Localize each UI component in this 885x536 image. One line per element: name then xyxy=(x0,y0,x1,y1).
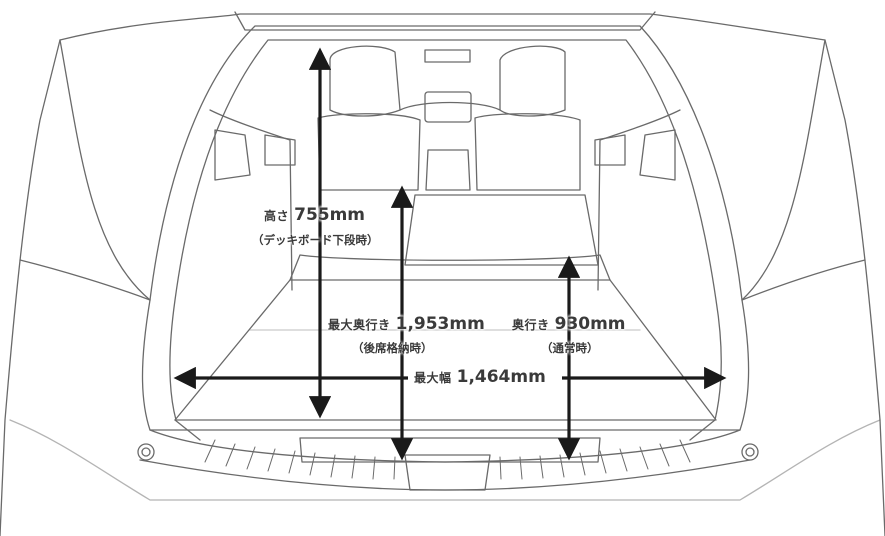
depth-label: 奥行き 930mm xyxy=(512,314,626,334)
height-value: 755mm xyxy=(294,205,366,225)
max-width-value: 1,464mm xyxy=(456,367,546,387)
depth-note: （通常時） xyxy=(541,341,599,355)
max-depth-value: 1,953mm xyxy=(395,314,485,334)
max-depth-note: （後席格納時） xyxy=(352,341,433,355)
max-depth-prefix: 最大奥行き xyxy=(328,318,391,332)
depth-value: 930mm xyxy=(554,314,626,334)
height-label: 高さ 755mm xyxy=(264,205,365,225)
depth-prefix: 奥行き xyxy=(512,318,550,332)
max-width-label: 最大幅 1,464mm xyxy=(414,367,546,387)
max-width-prefix: 最大幅 xyxy=(414,371,452,385)
max-depth-label: 最大奥行き 1,953mm xyxy=(328,314,485,334)
height-prefix: 高さ xyxy=(264,209,290,223)
height-note: （デッキボード下段時） xyxy=(252,233,379,247)
